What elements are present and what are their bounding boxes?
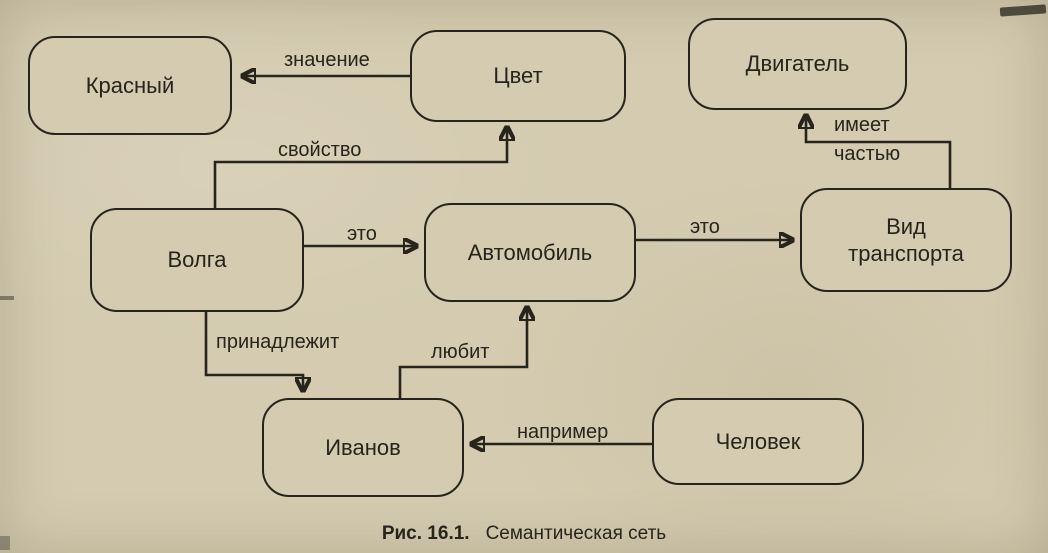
figure-number: Рис. 16.1. [381, 523, 470, 544]
node-ivanov: Иванов [262, 398, 464, 497]
edge-label-svoystvo: свойство [278, 139, 362, 161]
node-dvigatel: Двигатель [688, 18, 907, 110]
node-vid-transporta-label: Вид транспорта [848, 213, 964, 267]
edge-svoystvo-line [213, 127, 507, 208]
node-vid-transporta: Вид транспорта [800, 188, 1012, 292]
edge-prinadlezhit-line [204, 308, 303, 391]
node-tsvet-label: Цвет [493, 63, 543, 89]
node-krasny-label: Красный [85, 72, 175, 98]
edge-label-prinadlezhit: принадлежит [216, 331, 340, 353]
node-avtomobil-label: Автомобиль [467, 239, 593, 265]
node-volga-label: Волга [167, 247, 227, 273]
edge-lyubit-line [398, 307, 527, 398]
node-chelovek: Человек [652, 398, 864, 485]
node-tsvet: Цвет [410, 30, 626, 122]
edge-label-imeet-chastyu: имеет частью [834, 114, 901, 165]
edge-imeet-chastyu-line [806, 115, 952, 188]
node-dvigatel-label: Двигатель [745, 51, 850, 77]
edge-label-znachenie: значение [284, 49, 370, 71]
edge-label-naprimer: например [517, 421, 609, 443]
node-volga: Волга [90, 208, 304, 312]
node-ivanov-label: Иванов [325, 434, 401, 460]
figure-caption: Рис. 16.1. Семантическая сеть [0, 523, 1048, 545]
node-chelovek-label: Человек [715, 428, 801, 454]
node-krasny: Красный [28, 36, 232, 135]
edge-label-eto1: это [347, 223, 377, 245]
node-avtomobil: Автомобиль [424, 203, 636, 302]
edge-label-lyubit: любит [431, 341, 490, 363]
figure-title: Семантическая сеть [485, 523, 667, 544]
edge-label-eto2: это [690, 216, 720, 238]
